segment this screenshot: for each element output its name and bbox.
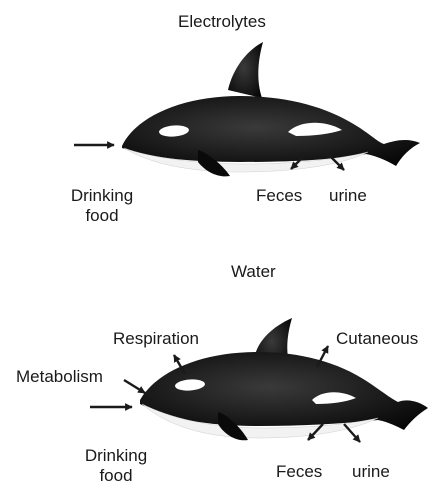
bottom-drinking-label: Drinking [66, 446, 166, 466]
top-urine-label: urine [329, 186, 367, 206]
respiration-label: Respiration [113, 329, 199, 349]
electrolytes-title: Electrolytes [178, 12, 266, 32]
top-drinking-label: Drinking [52, 186, 152, 206]
top-drinking-food-label: Drinking food [52, 186, 152, 226]
arrow-bottom-metabolism [124, 380, 145, 393]
water-title: Water [231, 262, 276, 282]
orca-bottom-body [140, 352, 428, 430]
top-food-label: food [52, 206, 152, 226]
bottom-drinking-food-label: Drinking food [66, 446, 166, 486]
orca-top [122, 42, 420, 176]
metabolism-label: Metabolism [16, 367, 103, 387]
orca-top-dorsal-fin [228, 42, 263, 98]
top-feces-label: Feces [256, 186, 302, 206]
cutaneous-label: Cutaneous [336, 329, 418, 349]
bottom-urine-label: urine [352, 462, 390, 482]
bottom-feces-label: Feces [276, 462, 322, 482]
bottom-food-label: food [66, 466, 166, 486]
